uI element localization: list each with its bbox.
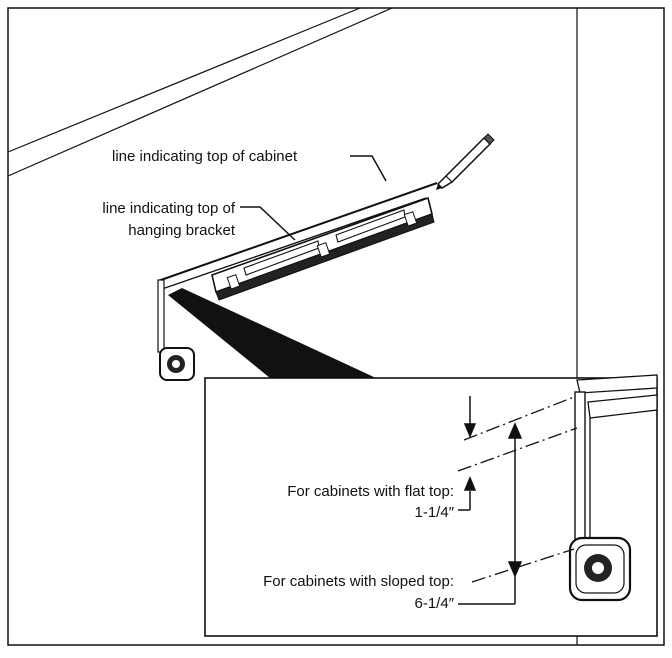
reference-line-sloped (471, 548, 575, 583)
bracket-top-label-line1: line indicating top of (102, 200, 235, 217)
zoom-wedge (168, 288, 376, 378)
pencil-icon (436, 133, 495, 190)
bracket-top-label-line2: hanging bracket (128, 222, 236, 239)
flat-top-label: For cabinets with flat top: (287, 483, 454, 500)
ceiling-lines (7, 7, 393, 177)
diagram-frame (7, 7, 665, 646)
sloped-top-label: For cabinets with sloped top: (263, 573, 454, 590)
cabinet-top-label: line indicating top of cabinet (112, 148, 298, 165)
bracket-top-callout: line indicating top of hanging bracket (102, 200, 296, 241)
tape-measure-detail-icon (568, 536, 632, 602)
level-tool-icon (211, 196, 435, 301)
detail-inset: For cabinets with flat top: 1-1/4″ For c… (204, 374, 658, 637)
reference-line-flat (457, 427, 578, 472)
bracket-top-line (161, 197, 427, 290)
flat-top-value: 1-1/4″ (415, 504, 455, 521)
reference-line-top (463, 396, 575, 441)
sloped-top-value: 6-1/4″ (415, 595, 455, 612)
cabinet-top-line (157, 182, 438, 282)
cabinet-top-callout: line indicating top of cabinet (112, 148, 387, 182)
tape-measure-icon (157, 279, 195, 381)
